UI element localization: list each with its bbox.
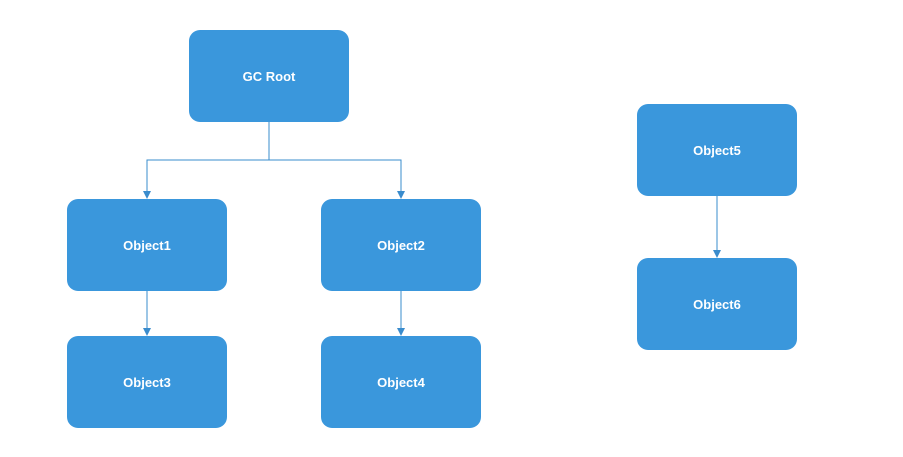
edge-gc-root-object1 bbox=[143, 122, 270, 199]
node-gc-root: GC Root bbox=[189, 30, 349, 122]
node-object4-label: Object4 bbox=[377, 374, 425, 390]
node-object5: Object5 bbox=[637, 104, 797, 196]
node-object6: Object6 bbox=[637, 258, 797, 350]
node-object1: Object1 bbox=[67, 199, 227, 291]
node-object1-label: Object1 bbox=[123, 237, 171, 253]
node-gc-root-label: GC Root bbox=[242, 68, 296, 84]
node-object6-label: Object6 bbox=[693, 296, 741, 312]
node-object2: Object2 bbox=[321, 199, 481, 291]
node-object3: Object3 bbox=[67, 336, 227, 428]
node-object3-label: Object3 bbox=[123, 374, 171, 390]
node-object5-label: Object5 bbox=[693, 142, 741, 158]
node-object4: Object4 bbox=[321, 336, 481, 428]
node-object2-label: Object2 bbox=[377, 237, 425, 253]
edge-gc-root-object2 bbox=[269, 159, 405, 199]
